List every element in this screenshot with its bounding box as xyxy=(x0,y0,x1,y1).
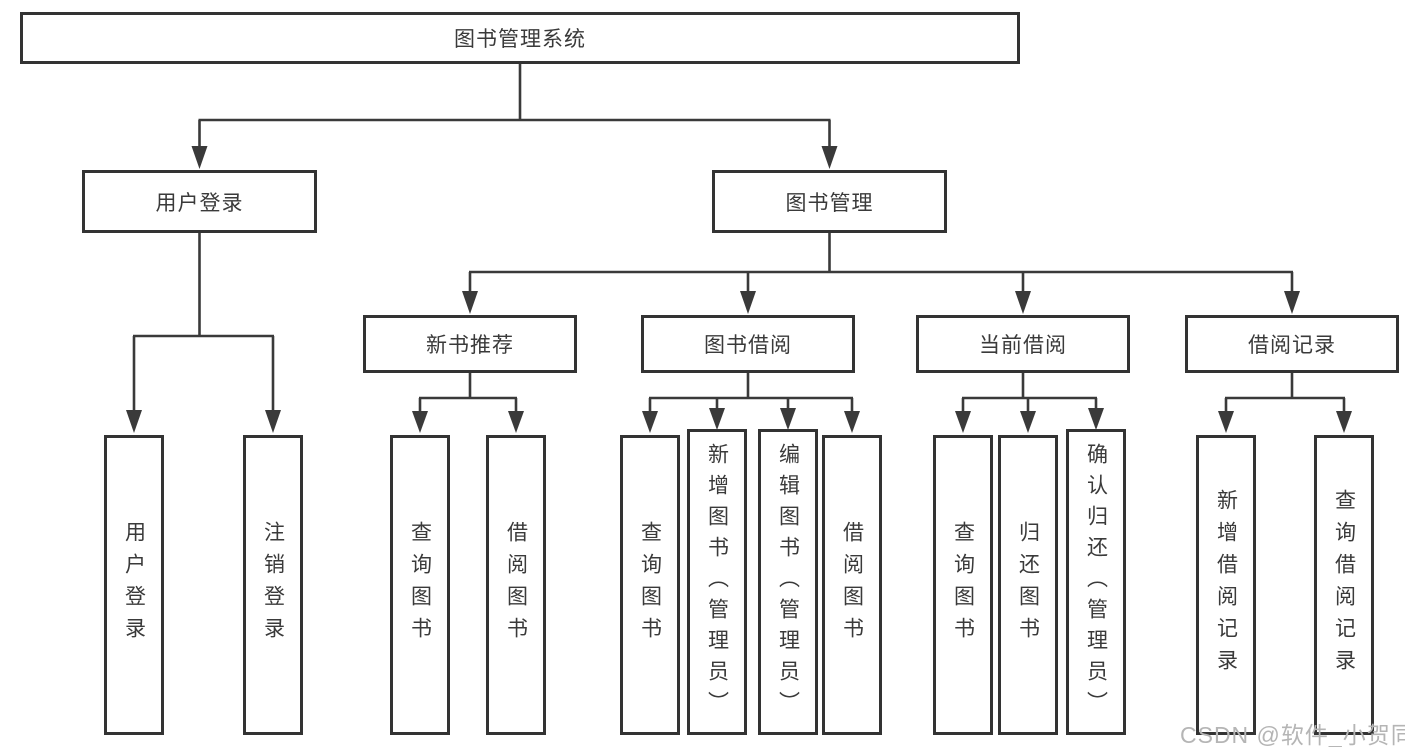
leaf-cb-return-books: 归还图书 xyxy=(998,435,1058,735)
leaf-bb-borrow-books: 借阅图书 xyxy=(822,435,882,735)
leaf-nbr-query-books-label: 查询图书 xyxy=(408,521,432,649)
node-user-login: 用户登录 xyxy=(82,170,317,233)
node-root-label: 图书管理系统 xyxy=(454,28,586,51)
leaf-bb-add-books-admin-label: 新增图书（管理员） xyxy=(705,442,729,722)
leaf-br-query-record-label: 查询借阅记录 xyxy=(1332,489,1356,681)
leaf-bb-edit-books-admin-label: 编辑图书（管理员） xyxy=(776,442,800,722)
leaf-br-add-record: 新增借阅记录 xyxy=(1196,435,1256,735)
node-new-book-recommend-label: 新书推荐 xyxy=(426,334,514,357)
leaf-bb-query-books-label: 查询图书 xyxy=(638,521,662,649)
node-book-borrow-label: 图书借阅 xyxy=(704,334,792,357)
leaf-cb-query-books: 查询图书 xyxy=(933,435,993,735)
node-book-management-label: 图书管理 xyxy=(785,191,874,215)
node-book-management: 图书管理 xyxy=(712,170,947,233)
node-book-borrow: 图书借阅 xyxy=(641,315,855,373)
connector-root xyxy=(191,64,838,169)
leaf-user-login-label: 用户登录 xyxy=(122,521,146,649)
csdn-watermark: CSDN @软件_小贺同学 xyxy=(1180,722,1405,747)
connector-book-borrow xyxy=(642,373,860,433)
leaf-bb-edit-books-admin: 编辑图书（管理员） xyxy=(758,429,818,735)
leaf-nbr-borrow-books: 借阅图书 xyxy=(486,435,546,735)
node-user-login-label: 用户登录 xyxy=(155,191,244,215)
leaf-cb-query-books-label: 查询图书 xyxy=(951,521,975,649)
leaf-nbr-borrow-books-label: 借阅图书 xyxy=(504,521,528,649)
leaf-cb-return-books-label: 归还图书 xyxy=(1016,521,1040,649)
connector-book-management xyxy=(462,233,1300,314)
connector-current-borrow xyxy=(955,373,1104,433)
node-borrow-records-label: 借阅记录 xyxy=(1248,334,1336,357)
connector-borrow-records xyxy=(1218,373,1352,433)
leaf-br-query-record: 查询借阅记录 xyxy=(1314,435,1374,735)
node-current-borrow: 当前借阅 xyxy=(916,315,1130,373)
leaf-logout: 注销登录 xyxy=(243,435,303,735)
node-new-book-recommend: 新书推荐 xyxy=(363,315,577,373)
node-root: 图书管理系统 xyxy=(20,12,1020,64)
leaf-nbr-query-books: 查询图书 xyxy=(390,435,450,735)
leaf-cb-confirm-return-admin: 确认归还（管理员） xyxy=(1066,429,1126,735)
leaf-logout-label: 注销登录 xyxy=(261,521,285,649)
leaf-bb-borrow-books-label: 借阅图书 xyxy=(840,521,864,649)
leaf-bb-add-books-admin: 新增图书（管理员） xyxy=(687,429,747,735)
leaf-user-login: 用户登录 xyxy=(104,435,164,735)
connector-user-login xyxy=(126,233,281,433)
leaf-br-add-record-label: 新增借阅记录 xyxy=(1214,489,1238,681)
leaf-bb-query-books: 查询图书 xyxy=(620,435,680,735)
node-current-borrow-label: 当前借阅 xyxy=(979,334,1067,357)
connector-new-book-recommend xyxy=(412,373,524,433)
leaf-cb-confirm-return-admin-label: 确认归还（管理员） xyxy=(1084,442,1108,722)
node-borrow-records: 借阅记录 xyxy=(1185,315,1399,373)
